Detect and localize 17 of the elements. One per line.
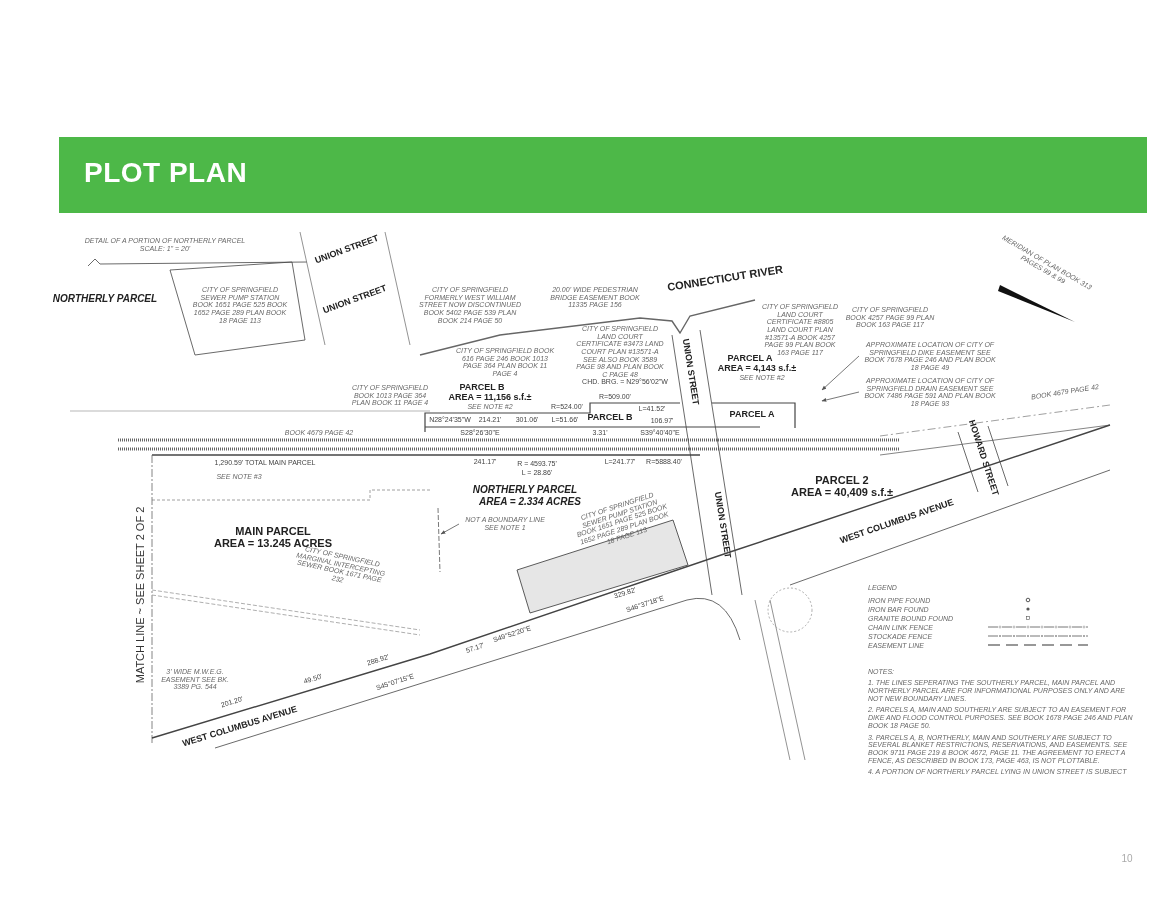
- area-label: AREA = 4,143 s.f.±: [717, 364, 797, 374]
- parcel-label: PARCEL B: [587, 413, 633, 423]
- page-number: 10: [1121, 852, 1133, 864]
- match-line-label: MATCH LINE ~ SEE SHEET 2 OF 2: [133, 506, 147, 684]
- parcel-label: PARCEL A: [729, 410, 775, 420]
- area-label: AREA = 2.334 ACRES: [479, 495, 581, 507]
- parcel-label: PARCEL 2: [815, 473, 869, 487]
- parcel-label: NORTHERLY PARCEL: [52, 292, 158, 304]
- page-title: PLOT PLAN: [84, 157, 248, 189]
- parcel-label: PARCEL A: [727, 354, 773, 364]
- area-label: AREA = 11,156 s.f.±: [448, 393, 532, 403]
- parcel-label: MAIN PARCEL: [235, 524, 311, 538]
- parcel-label: NORTHERLY PARCEL: [472, 483, 578, 495]
- street-label: UNION STREET: [711, 491, 733, 559]
- street-label: UNION STREET: [679, 338, 701, 406]
- parcel-label: PARCEL B: [459, 383, 505, 393]
- area-label: AREA = 40,409 s.f.±: [791, 485, 893, 499]
